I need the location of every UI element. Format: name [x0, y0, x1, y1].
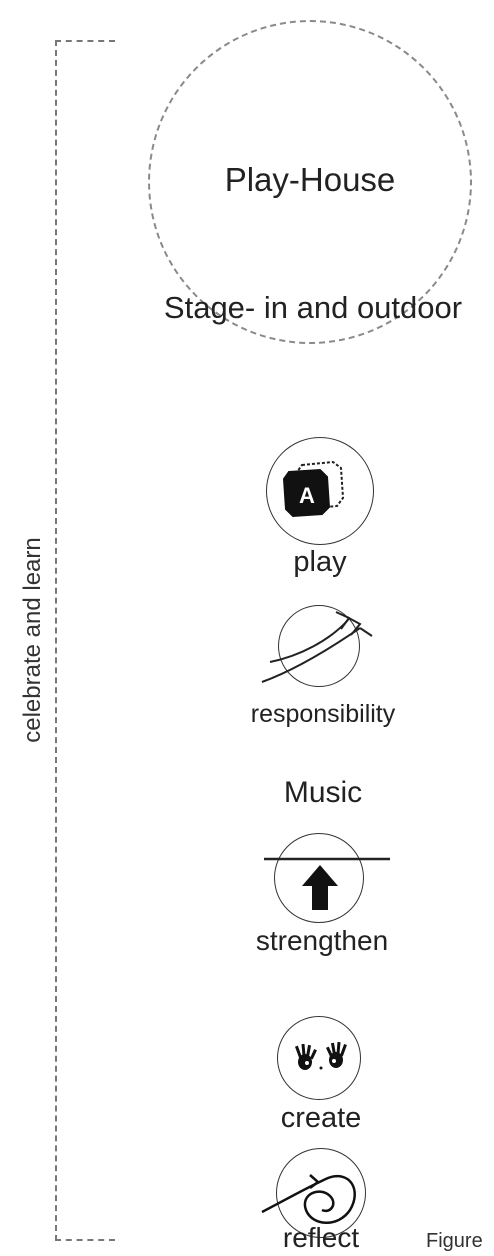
play-house-label: Play-House [224, 161, 396, 198]
responsibility-icon-circle [278, 605, 360, 687]
create-icon-circle [277, 1016, 361, 1100]
play-house-circle [148, 20, 472, 344]
play-icon-circle [266, 437, 374, 545]
dashed-bracket [55, 40, 115, 1241]
figure-caption: Figure [426, 1230, 483, 1252]
responsibility-label: responsibility [250, 700, 396, 728]
strengthen-icon-circle [274, 833, 364, 923]
stage-heading: Stage- in and outdoor [163, 290, 463, 325]
play-label: play [293, 546, 347, 578]
strengthen-label: strengthen [255, 925, 389, 956]
create-label: create [280, 1102, 362, 1134]
music-heading: Music [283, 776, 363, 809]
side-label: celebrate and learn [19, 537, 46, 743]
reflect-label: reflect [282, 1222, 360, 1253]
